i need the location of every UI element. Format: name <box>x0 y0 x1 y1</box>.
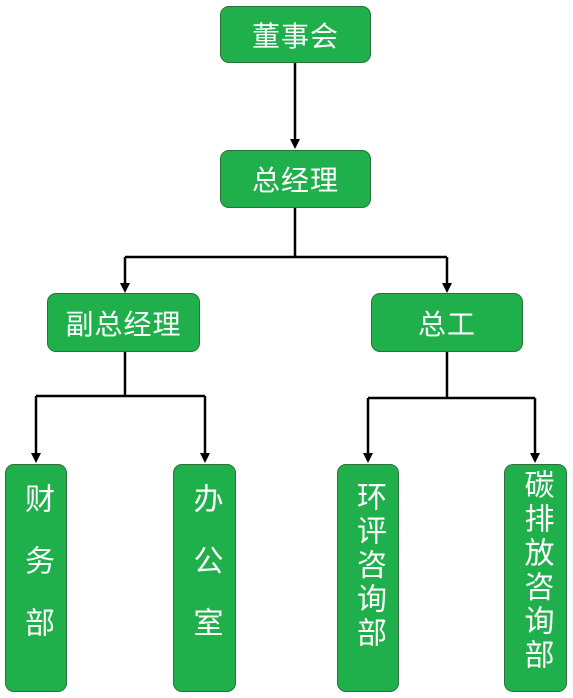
node-chief-engineer: 总工 <box>371 293 523 352</box>
node-board: 董事会 <box>220 6 371 63</box>
node-office: 办公室 <box>173 464 236 692</box>
node-deputy-general-manager: 副总经理 <box>47 293 200 352</box>
node-finance-dept: 财务部 <box>5 464 67 692</box>
node-general-manager: 总经理 <box>220 150 371 208</box>
node-eia-consulting-dept: 环评咨询部 <box>337 464 399 692</box>
node-carbon-consulting-dept: 碳排放咨询部 <box>504 464 567 692</box>
